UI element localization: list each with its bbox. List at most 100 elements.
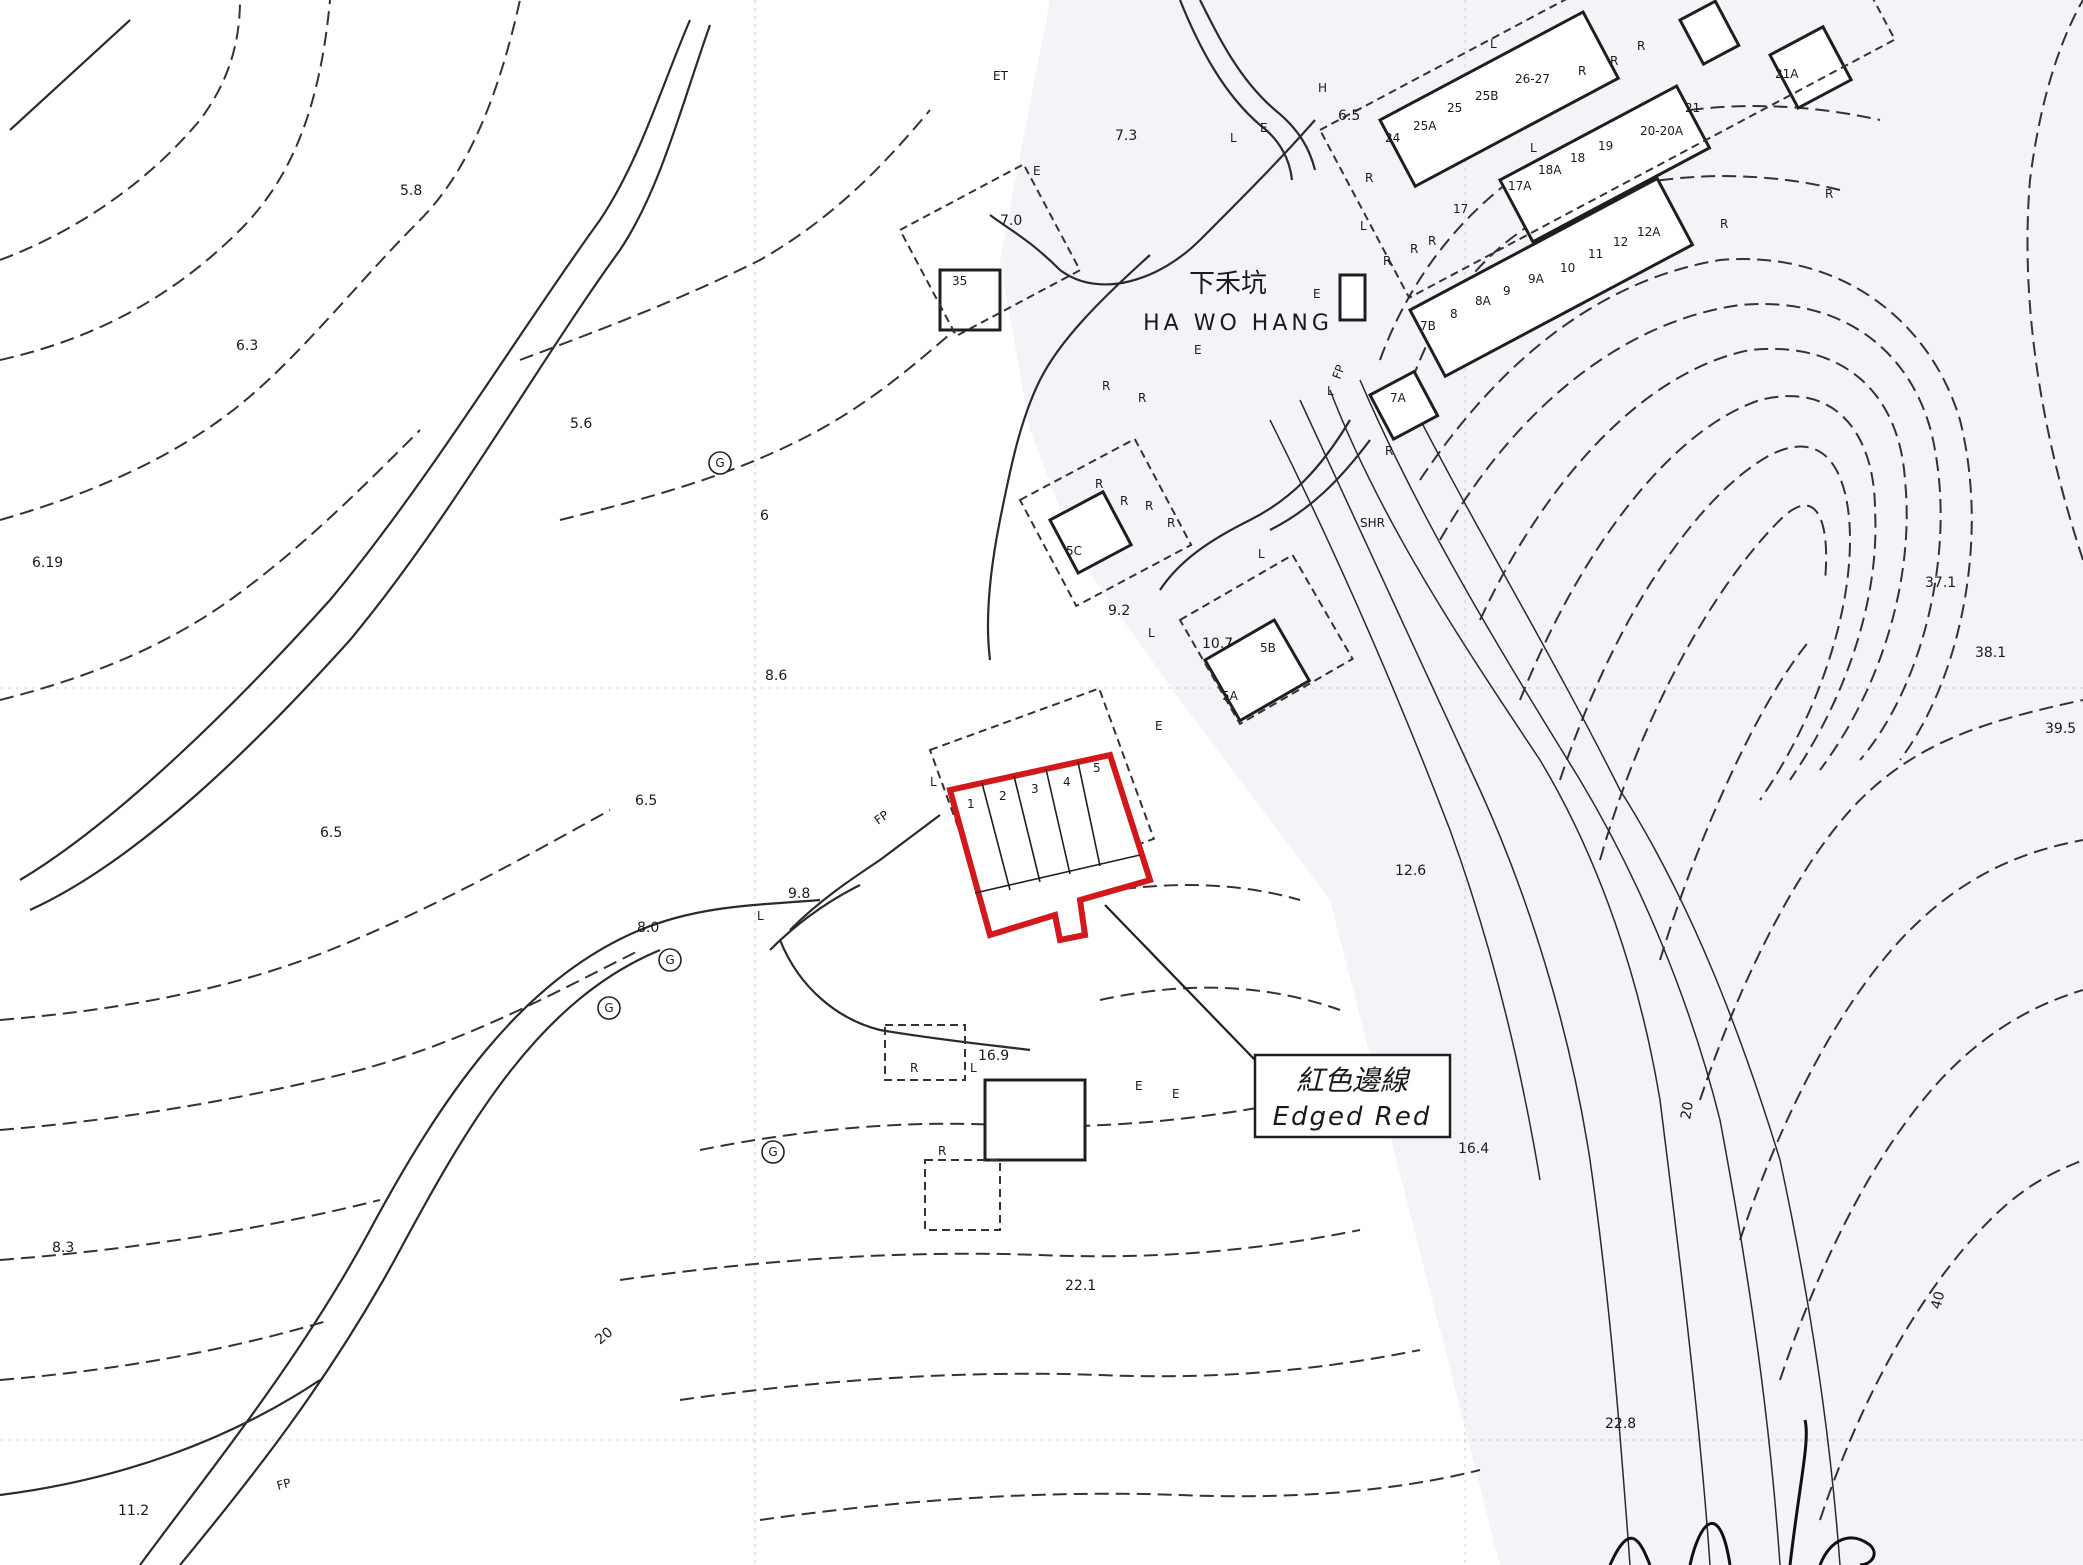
ruin: R	[1825, 187, 1833, 201]
lot-label: 7B	[1420, 319, 1436, 333]
spot-height: 6.19	[32, 555, 63, 571]
lamp-post: L	[1530, 141, 1537, 155]
lot-label: 12	[1613, 235, 1628, 249]
spot-height: 7.0	[1000, 213, 1022, 229]
lot-label: 8	[1450, 307, 1458, 321]
spot-height: 6.3	[236, 338, 258, 354]
ruin: R	[1383, 254, 1391, 268]
lot-label: 7A	[1390, 391, 1407, 405]
grave-label: G	[715, 456, 724, 470]
lot-label: 18A	[1538, 163, 1562, 177]
ruin: R	[1145, 499, 1153, 513]
spot-height: 5.6	[570, 416, 592, 432]
village-lot-block	[1318, 0, 1897, 300]
ruin: R	[1720, 217, 1728, 231]
building-top	[1677, 0, 1741, 67]
lot-label: 21A	[1775, 67, 1799, 81]
ruin: R	[1095, 477, 1103, 491]
lamp-post: L	[1490, 37, 1497, 51]
lot-label: 5B	[1260, 641, 1276, 655]
spot-height: 22.8	[1605, 1416, 1636, 1432]
lamp-post: L	[1360, 219, 1367, 233]
spot-height: 10.7	[1202, 636, 1233, 652]
ruin: R	[1410, 242, 1418, 256]
electric-point: E	[1313, 287, 1321, 301]
building-row-7b-12a	[1407, 176, 1695, 379]
edged-red-site	[946, 751, 1154, 944]
footpath-labels: FP FP FP	[275, 363, 1348, 1493]
lot-label: 25A	[1413, 119, 1437, 133]
grave-circle	[708, 451, 732, 475]
building-5c	[1047, 489, 1134, 576]
ruin: R	[1385, 444, 1393, 458]
spot-height: 6	[760, 508, 769, 524]
edged-red-units	[974, 761, 1141, 894]
village-name-en: HA WO HANG	[1143, 311, 1333, 336]
lot-label: 11	[1588, 247, 1603, 261]
lot-label: 10	[1560, 261, 1575, 275]
legend-leader-line	[1104, 904, 1256, 1061]
lot-boundary-r	[924, 1159, 1001, 1231]
lot-label: 20-20A	[1640, 124, 1684, 138]
shaded-terrain	[1000, 0, 2083, 1565]
electric-point: E	[1033, 164, 1041, 178]
spot-height: 22.1	[1065, 1278, 1096, 1294]
index-contours	[1269, 379, 1841, 1565]
building-21a	[1767, 24, 1854, 111]
lot-label: 5C	[1066, 544, 1082, 558]
unit-label: 3	[1031, 782, 1039, 796]
ruin: R	[1610, 54, 1618, 68]
grave-markers: G G G G	[597, 451, 785, 1164]
contour-label: 20	[1678, 1100, 1697, 1120]
lot-label: 25	[1447, 101, 1462, 115]
grave-label: G	[604, 1001, 613, 1015]
electric-markers: E E E E E E E	[1033, 121, 1321, 1101]
building-7a	[1367, 369, 1440, 442]
grave-circle	[658, 948, 682, 972]
electric-point: E	[1155, 719, 1163, 733]
house-lot-labels: 35 5C 5A 5B 7A 7B 8 8A 9 9A 10 11 12 12A…	[952, 67, 1799, 703]
contour-label: 40	[1928, 1290, 1948, 1311]
ruin: R	[1120, 494, 1128, 508]
ruin: R	[910, 1061, 918, 1075]
electric-point: E	[1260, 121, 1268, 135]
spot-height: 39.5	[2045, 721, 2076, 737]
lot-label: 8A	[1475, 294, 1492, 308]
ruin: R	[1637, 39, 1645, 53]
lot-label: 18	[1570, 151, 1585, 165]
ruin: R	[1578, 64, 1586, 78]
lamp-post: L	[930, 775, 937, 789]
village-buildings	[884, 0, 1897, 1231]
ruin: R	[1138, 391, 1146, 405]
contour-lines	[0, 0, 2083, 1521]
spot-height: 8.3	[52, 1240, 74, 1256]
point-et: ET	[993, 69, 1009, 83]
spot-height: 9.2	[1108, 603, 1130, 619]
edged-red-boundary	[946, 751, 1154, 944]
building-5a-5b	[1202, 617, 1312, 723]
lot-label: 24	[1385, 131, 1400, 145]
spot-height: 8.0	[637, 920, 659, 936]
other-point-markers: ET H SHR	[993, 69, 1385, 530]
lot-label: 9	[1503, 284, 1511, 298]
stream-lines	[0, 19, 821, 1565]
signature-scrawl	[1608, 1419, 1876, 1565]
lot-boundary-35	[898, 162, 1082, 338]
lamp-post: L	[1230, 131, 1237, 145]
unit-label: 4	[1063, 775, 1071, 789]
ruin: R	[1428, 234, 1436, 248]
building-row-17-20	[1497, 84, 1712, 244]
footpath-label: FP	[1330, 363, 1348, 381]
point-shr: SHR	[1360, 516, 1385, 530]
lamp-post: L	[1327, 384, 1334, 398]
electric-point: E	[1135, 1079, 1143, 1093]
lamp-post: L	[1148, 626, 1155, 640]
lot-label: 35	[952, 274, 967, 288]
lot-label: 12A	[1637, 225, 1661, 239]
spot-height: 6.5	[1338, 108, 1360, 124]
ruin: R	[1365, 171, 1373, 185]
spot-height: 6.5	[635, 793, 657, 809]
spot-heights: 7.3 6.5 7.0 5.8 6.3 5.6 6.19 6 8.6 9.2 1…	[32, 108, 2076, 1519]
legend-en: Edged Red	[1273, 1102, 1432, 1132]
